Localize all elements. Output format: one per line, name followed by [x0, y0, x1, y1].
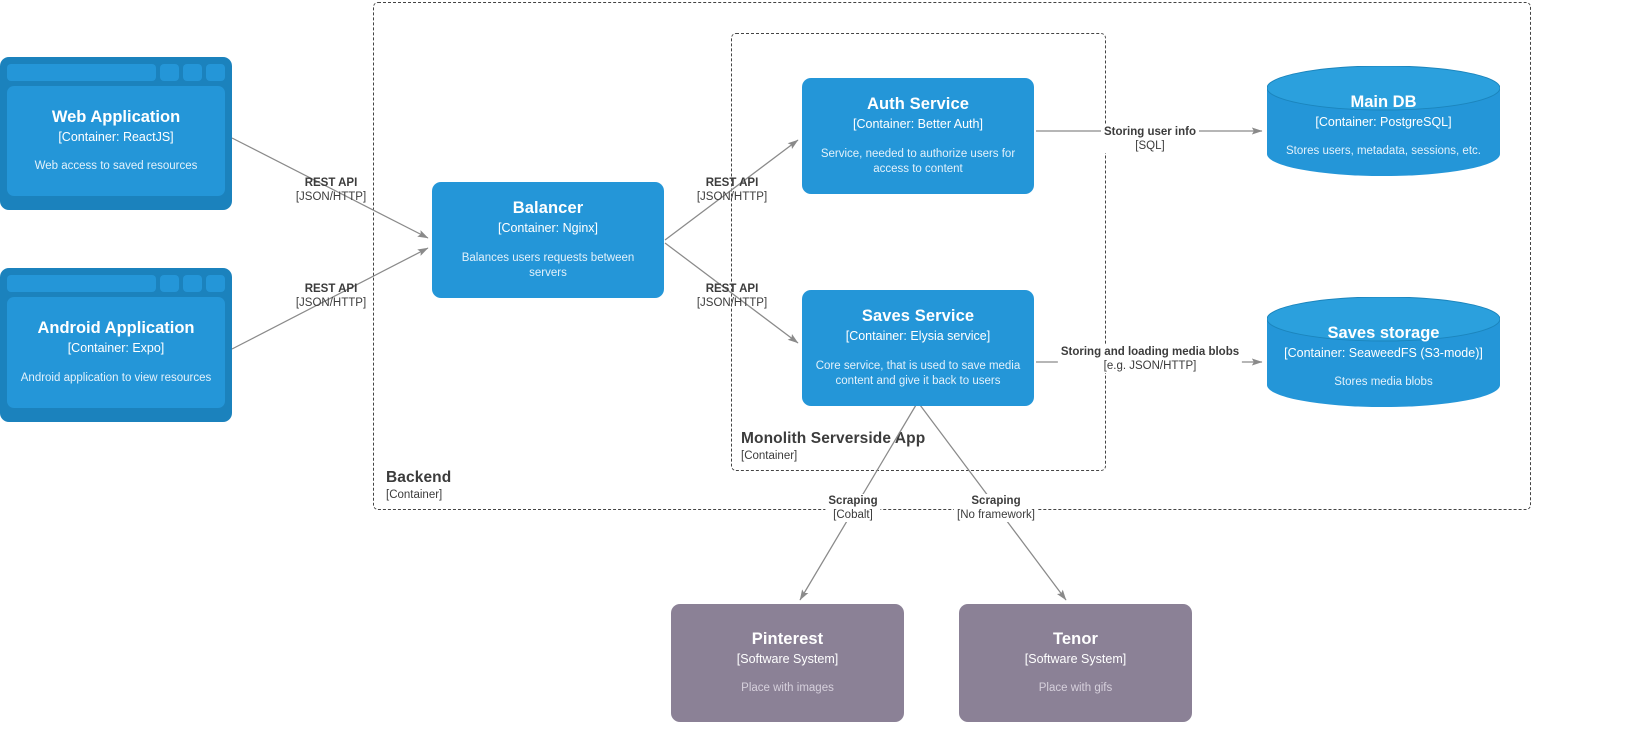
- node-description: Core service, that is used to save media…: [815, 359, 1021, 387]
- node-description: Place with images: [741, 682, 834, 695]
- node-subtitle: [Container: Nginx]: [497, 221, 599, 236]
- browser-urlbar: [7, 275, 156, 292]
- node-title: Auth Service: [866, 95, 970, 114]
- edge-label-title: Storing user info: [1104, 126, 1196, 138]
- cylinder-shape-icon: [1267, 297, 1500, 407]
- edge-label-title: Storing and loading media blobs: [1060, 346, 1240, 358]
- edge-label-title: REST API: [304, 177, 358, 189]
- browser-button-1-icon: [160, 275, 179, 292]
- edge-label-title: Scraping: [828, 495, 878, 507]
- browser-button-3-icon: [206, 64, 225, 81]
- boundary-monolith-label: Monolith Serverside App [Container]: [741, 429, 925, 464]
- browser-button-2-icon: [183, 275, 202, 292]
- node-subtitle: [Container: Elysia service]: [845, 329, 991, 344]
- browser-urlbar: [7, 64, 156, 81]
- node-saves-storage[interactable]: Saves storage [Container: SeaweedFS (S3-…: [1267, 297, 1500, 407]
- node-subtitle: [Container: PostgreSQL]: [1315, 115, 1452, 130]
- edge-label-tech: [SQL]: [1135, 140, 1165, 153]
- node-description: Android application to view resources: [20, 371, 212, 384]
- edge-label-title: REST API: [705, 283, 759, 295]
- edge-label-tech: [JSON/HTTP]: [696, 191, 768, 204]
- edge-label-tech: [Cobalt]: [833, 509, 873, 522]
- boundary-backend-name: Backend: [386, 469, 452, 486]
- browser-chrome: [7, 275, 225, 292]
- edge-label-android-to-balancer: REST API [JSON/HTTP]: [296, 282, 366, 310]
- node-description: Stores users, metadata, sessions, etc.: [1286, 144, 1481, 157]
- node-title: Saves storage: [1327, 324, 1440, 343]
- node-tenor[interactable]: Tenor [Software System] Place with gifs: [959, 604, 1192, 722]
- boundary-monolith-name: Monolith Serverside App: [741, 430, 926, 447]
- node-subtitle: [Container: Better Auth]: [853, 117, 983, 132]
- node-title: Android Application: [37, 319, 195, 338]
- edge-label-title: Scraping: [971, 495, 1021, 507]
- node-title: Main DB: [1350, 93, 1417, 112]
- edge-label-balancer-to-saves: REST API [JSON/HTTP]: [697, 282, 767, 310]
- node-description: Service, needed to authorize users for a…: [820, 147, 1016, 175]
- node-description: Stores media blobs: [1334, 375, 1433, 388]
- boundary-backend-label: Backend [Container]: [386, 468, 451, 503]
- edge-label-balancer-to-auth: REST API [JSON/HTTP]: [697, 176, 767, 204]
- node-title: Web Application: [51, 107, 181, 126]
- browser-button-3-icon: [206, 275, 225, 292]
- edge-label-tech: [JSON/HTTP]: [696, 297, 768, 310]
- edge-label-saves-to-pinterest: Scraping [Cobalt]: [825, 494, 881, 523]
- node-subtitle: [Container: Expo]: [67, 341, 165, 356]
- edge-label-saves-to-tenor: Scraping [No framework]: [954, 494, 1038, 523]
- edge-label-auth-to-maindb: Storing user info [SQL]: [1101, 125, 1199, 154]
- node-subtitle: [Software System]: [736, 651, 839, 666]
- node-subtitle: [Software System]: [1024, 651, 1127, 666]
- node-balancer[interactable]: Balancer [Container: Nginx] Balances use…: [432, 182, 664, 298]
- boundary-backend-type: [Container]: [386, 489, 443, 502]
- node-body: Saves storage [Container: SeaweedFS (S3-…: [1267, 297, 1500, 407]
- node-description: Balances users requests between servers: [461, 251, 635, 279]
- node-subtitle: [Container: SeaweedFS (S3-mode)]: [1284, 346, 1483, 361]
- node-title: Pinterest: [751, 629, 824, 648]
- edge-label-title: REST API: [304, 283, 358, 295]
- node-title: Tenor: [1052, 629, 1099, 648]
- edge-label-saves-to-storage: Storing and loading media blobs [e.g. JS…: [1057, 345, 1243, 374]
- edge-label-tech: [e.g. JSON/HTTP]: [1103, 360, 1197, 373]
- cylinder-shape-icon: [1267, 66, 1500, 176]
- node-body: Main DB [Container: PostgreSQL] Stores u…: [1267, 66, 1500, 176]
- node-body: Android Application [Container: Expo] An…: [7, 297, 225, 408]
- edge-label-web-to-balancer: REST API [JSON/HTTP]: [296, 176, 366, 204]
- browser-button-1-icon: [160, 64, 179, 81]
- node-description: Web access to saved resources: [34, 160, 198, 173]
- browser-button-2-icon: [183, 64, 202, 81]
- node-title: Saves Service: [861, 307, 975, 326]
- edge-label-tech: [JSON/HTTP]: [295, 297, 367, 310]
- edge-label-tech: [JSON/HTTP]: [295, 191, 367, 204]
- node-web-application[interactable]: Web Application [Container: ReactJS] Web…: [0, 57, 232, 210]
- browser-chrome: [7, 64, 225, 81]
- node-main-db[interactable]: Main DB [Container: PostgreSQL] Stores u…: [1267, 66, 1500, 176]
- boundary-monolith-type: [Container]: [741, 450, 798, 463]
- node-android-application[interactable]: Android Application [Container: Expo] An…: [0, 268, 232, 422]
- node-saves-service[interactable]: Saves Service [Container: Elysia service…: [802, 290, 1034, 406]
- node-description: Place with gifs: [1038, 682, 1113, 695]
- node-body: Web Application [Container: ReactJS] Web…: [7, 86, 225, 196]
- node-subtitle: [Container: ReactJS]: [58, 129, 174, 144]
- node-pinterest[interactable]: Pinterest [Software System] Place with i…: [671, 604, 904, 722]
- node-auth-service[interactable]: Auth Service [Container: Better Auth] Se…: [802, 78, 1034, 194]
- edge-label-tech: [No framework]: [957, 509, 1035, 522]
- node-title: Balancer: [512, 199, 584, 218]
- edge-label-title: REST API: [705, 177, 759, 189]
